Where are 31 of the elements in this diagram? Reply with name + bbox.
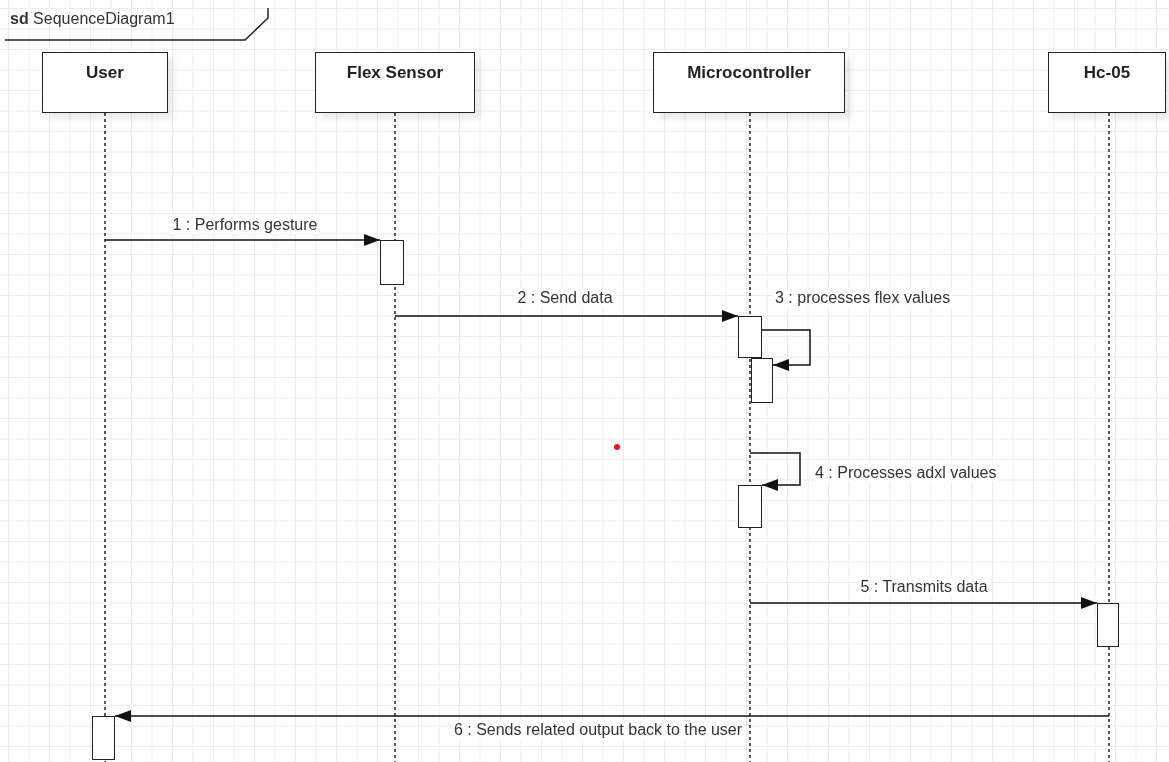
- activation-bar: [92, 716, 115, 760]
- participant-box: [653, 52, 845, 113]
- message-arrow: [114, 710, 1110, 722]
- message-label: 1 : Performs gesture: [170, 215, 320, 234]
- activation-bar: [380, 240, 404, 285]
- participant-box: [1048, 52, 1166, 113]
- participant-name: Microcontroller: [687, 63, 811, 83]
- activation-bar: [738, 316, 762, 358]
- message-arrow: [104, 234, 381, 246]
- lifeline: [102, 113, 108, 762]
- lifeline: [392, 113, 398, 762]
- message-label: 6 : Sends related output back to the user: [451, 720, 745, 739]
- message-arrow: [749, 452, 801, 491]
- participant-box: [315, 52, 475, 113]
- activation-bar: [751, 358, 773, 403]
- message-label: 2 : Send data: [515, 288, 615, 307]
- participant-name: Hc-05: [1083, 63, 1131, 83]
- participant-name: Flex Sensor: [346, 63, 444, 83]
- activation-bar: [738, 485, 762, 528]
- participant-box: [42, 52, 168, 113]
- message-label: 3 : processes flex values: [773, 288, 953, 307]
- message-label: 4 : Processes adxl values: [813, 463, 999, 482]
- participant-name: User: [86, 63, 124, 83]
- lifeline: [1106, 113, 1112, 762]
- message-label: 5 : Transmits data: [858, 577, 990, 596]
- message-arrow: [761, 329, 811, 371]
- message-arrow: [394, 310, 739, 322]
- lifeline: [747, 113, 753, 762]
- message-arrow: [749, 597, 1098, 609]
- activation-bar: [1097, 603, 1119, 647]
- frame-title: sd SequenceDiagram1: [10, 10, 175, 28]
